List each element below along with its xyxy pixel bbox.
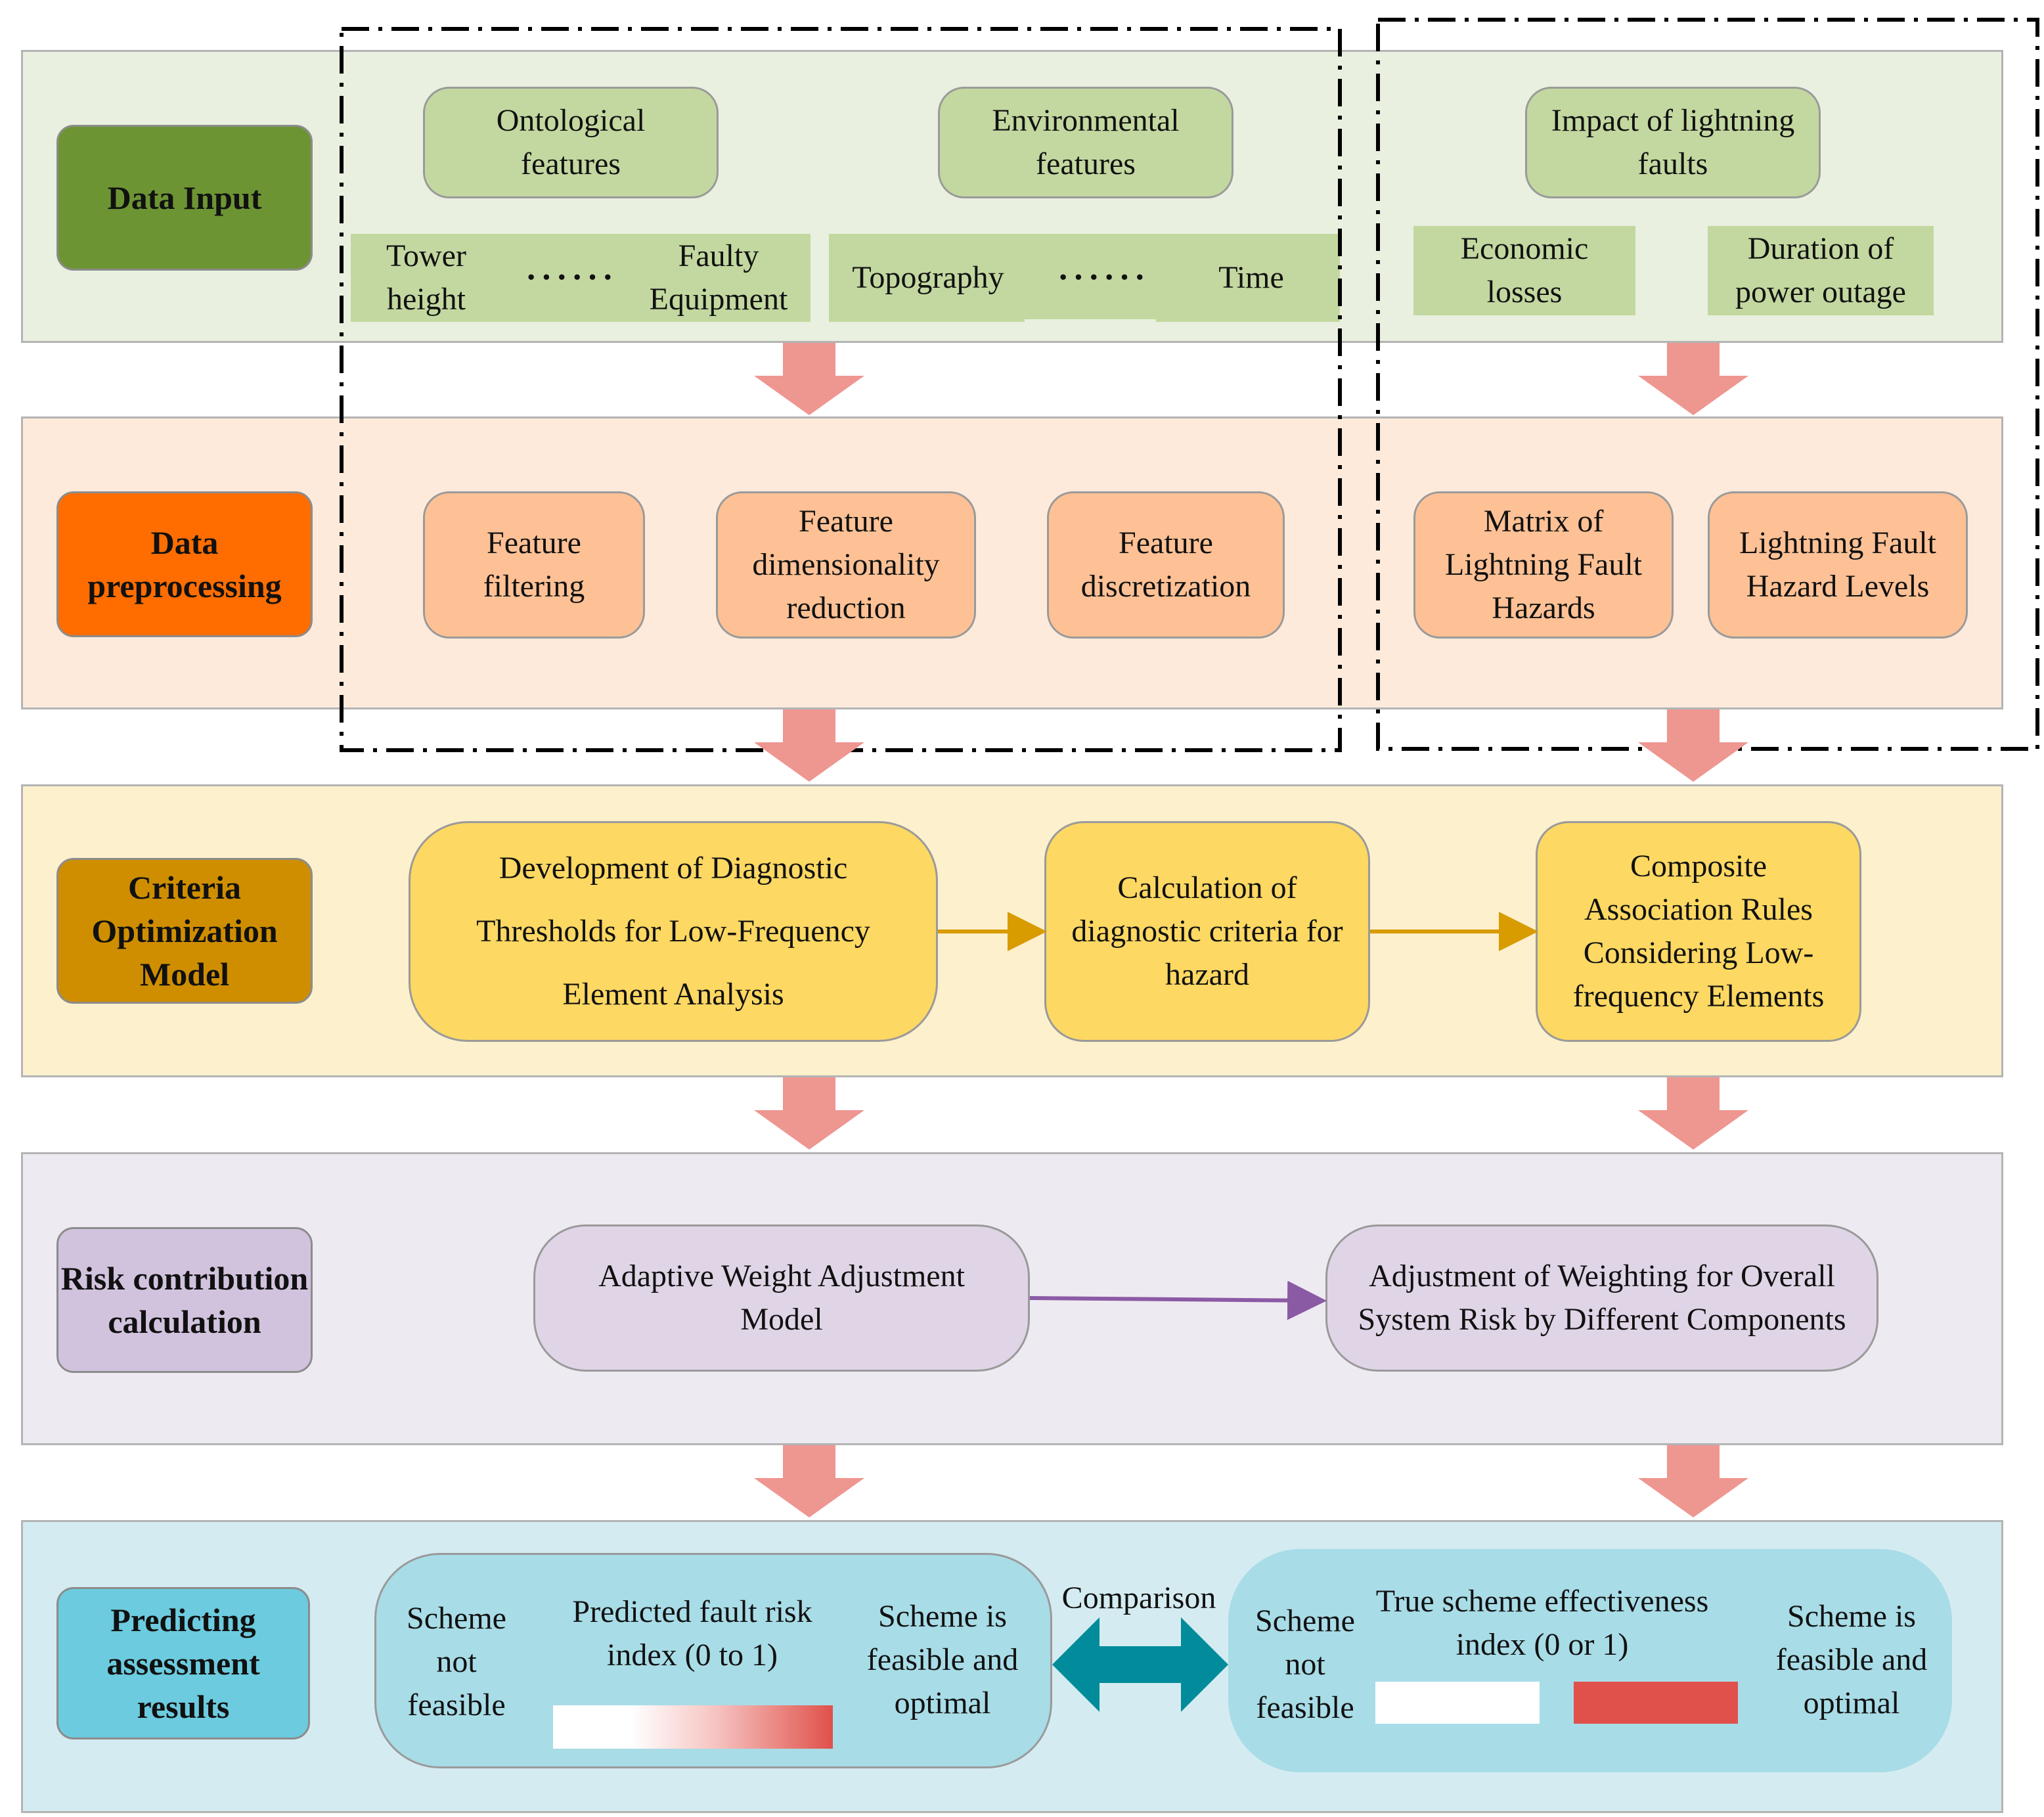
label-predicting-results: Predicting assessment results: [56, 1587, 310, 1739]
ellipsis-ontological: ······: [525, 258, 618, 296]
true-index-red-bar: [1574, 1682, 1738, 1724]
comparison-label: Comparison: [1061, 1581, 1216, 1615]
flow-arrow-1-right: [1638, 343, 1748, 415]
label-data-input: Data Input: [56, 125, 313, 271]
left-scheme-not-feasible: Scheme not feasible: [407, 1601, 506, 1722]
flow-arrow-2-right: [1638, 709, 1748, 782]
flow-arrow-4-right: [1638, 1445, 1748, 1517]
node-calculation-diagnostic-criteria: Calculation of diagnostic criteria for h…: [1044, 821, 1370, 1042]
feature-strip-ontological: [351, 234, 811, 322]
node-ontological-features: Ontological features: [423, 87, 719, 198]
comparison-double-arrow: [1052, 1617, 1228, 1712]
left-scheme-feasible-optimal: Scheme is feasible and optimal: [866, 1599, 1019, 1720]
feature-tower-height: Tower height: [386, 238, 466, 317]
feature-strip-notch: [1025, 319, 1156, 326]
flow-arrow-1-left: [754, 343, 864, 415]
feature-economic-losses: Economic losses: [1413, 226, 1635, 315]
node-feature-dimensionality-reduction: Feature dimensionality reduction: [716, 491, 976, 639]
flow-arrow-3-right: [1638, 1077, 1748, 1150]
node-diagnostic-thresholds: Development of Diagnostic Thresholds for…: [409, 821, 938, 1042]
flow-arrow-2-left: [754, 709, 864, 782]
node-feature-discretization: Feature discretization: [1047, 491, 1285, 639]
flow-arrow-3-left: [754, 1077, 864, 1150]
label-criteria-optimization: Criteria Optimization Model: [56, 858, 313, 1004]
node-lightning-fault-hazard-levels: Lightning Fault Hazard Levels: [1708, 491, 1968, 639]
predicted-risk-index-title: Predicted fault risk index (0 to 1): [572, 1594, 812, 1672]
ellipsis-environmental: ······: [1057, 258, 1150, 296]
right-scheme-not-feasible: Scheme not feasible: [1255, 1604, 1355, 1725]
node-environmental-features: Environmental features: [938, 87, 1233, 198]
feature-topography: Topography: [852, 260, 1004, 295]
feature-strip-environmental: [829, 234, 1340, 322]
node-composite-association-rules: Composite Association Rules Considering …: [1536, 821, 1861, 1042]
true-effectiveness-index-title: True scheme effectiveness index (0 or 1): [1375, 1584, 1709, 1662]
node-true-effectiveness-group: [1228, 1549, 1952, 1772]
predicted-risk-gradient-bar: [553, 1705, 833, 1749]
node-impact-lightning-faults: Impact of lightning faults: [1525, 87, 1821, 198]
flow-arrow-4-left: [754, 1445, 864, 1517]
feature-faulty-equipment: Faulty Equipment: [649, 238, 788, 317]
label-risk-contribution: Risk contribution calculation: [56, 1227, 313, 1373]
node-feature-filtering: Feature filtering: [423, 491, 645, 639]
node-adaptive-weight-model: Adaptive Weight Adjustment Model: [533, 1224, 1030, 1372]
true-index-white-bar: [1375, 1682, 1540, 1724]
right-scheme-feasible-optimal: Scheme is feasible and optimal: [1775, 1599, 1928, 1720]
node-matrix-lightning-fault-hazards: Matrix of Lightning Fault Hazards: [1413, 491, 1674, 639]
arrow-adaptive-to-adjustment: [1029, 1280, 1327, 1320]
feature-duration-outage: Duration of power outage: [1708, 226, 1934, 315]
label-data-preprocessing: Data preprocessing: [56, 491, 313, 637]
feature-time: Time: [1218, 260, 1284, 295]
node-weighting-adjustment: Adjustment of Weighting for Overall Syst…: [1325, 1224, 1878, 1372]
